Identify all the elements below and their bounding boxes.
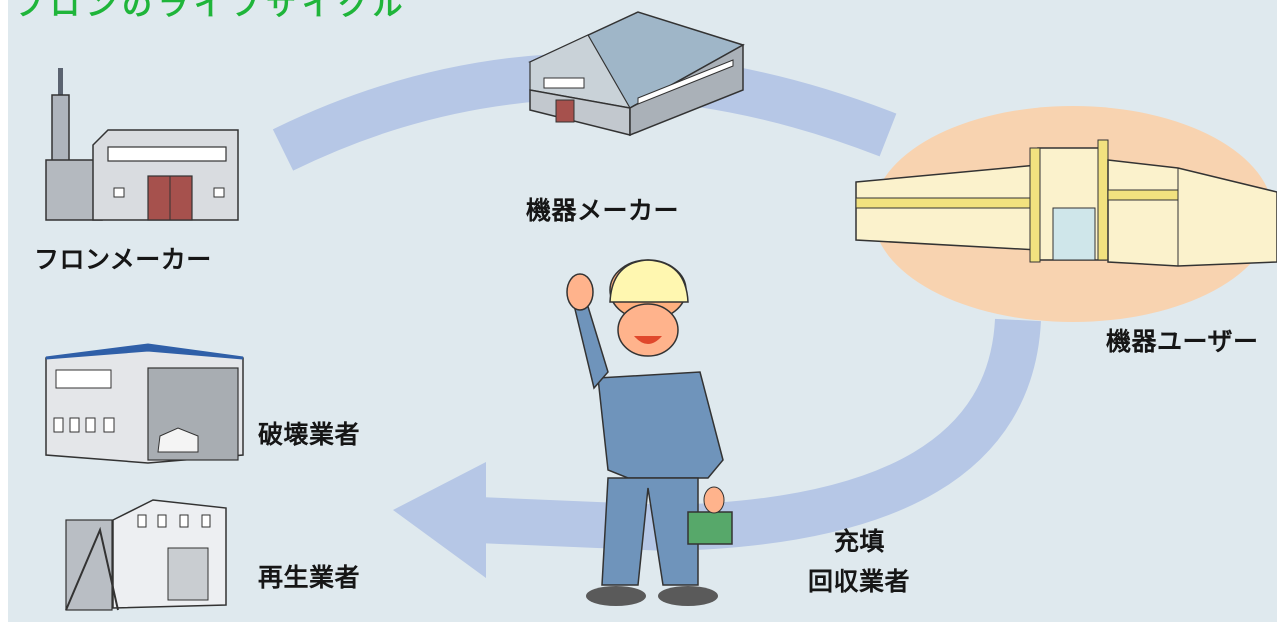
diagram-canvas: フロンのライフサイクル xyxy=(8,0,1277,622)
worker-illustration xyxy=(566,259,733,606)
label-destruction-operator: 破壊業者 xyxy=(258,420,361,449)
label-equipment-user: 機器ユーザー xyxy=(1106,327,1259,356)
diagram-title-cropped: フロンのライフサイクル xyxy=(14,0,409,23)
label-recycling-operator: 再生業者 xyxy=(258,563,361,592)
label-equipment-maker: 機器メーカー xyxy=(526,196,680,225)
label-filling-line1: 充填 xyxy=(834,527,886,556)
fluorocarbon-factory-illustration xyxy=(45,68,239,221)
cycle-arrowhead xyxy=(393,462,486,578)
equipment-factory-illustration xyxy=(528,11,745,137)
cycle-illustration xyxy=(45,11,1277,611)
label-filling-line2: 回収業者 xyxy=(808,567,911,596)
recycling-building-illustration xyxy=(65,499,227,611)
destruction-building-illustration xyxy=(45,343,244,464)
label-fluorocarbon-maker: フロンメーカー xyxy=(34,245,212,274)
store-illustration xyxy=(855,139,1277,267)
cycle-arrow-bottom xyxy=(477,318,1041,552)
